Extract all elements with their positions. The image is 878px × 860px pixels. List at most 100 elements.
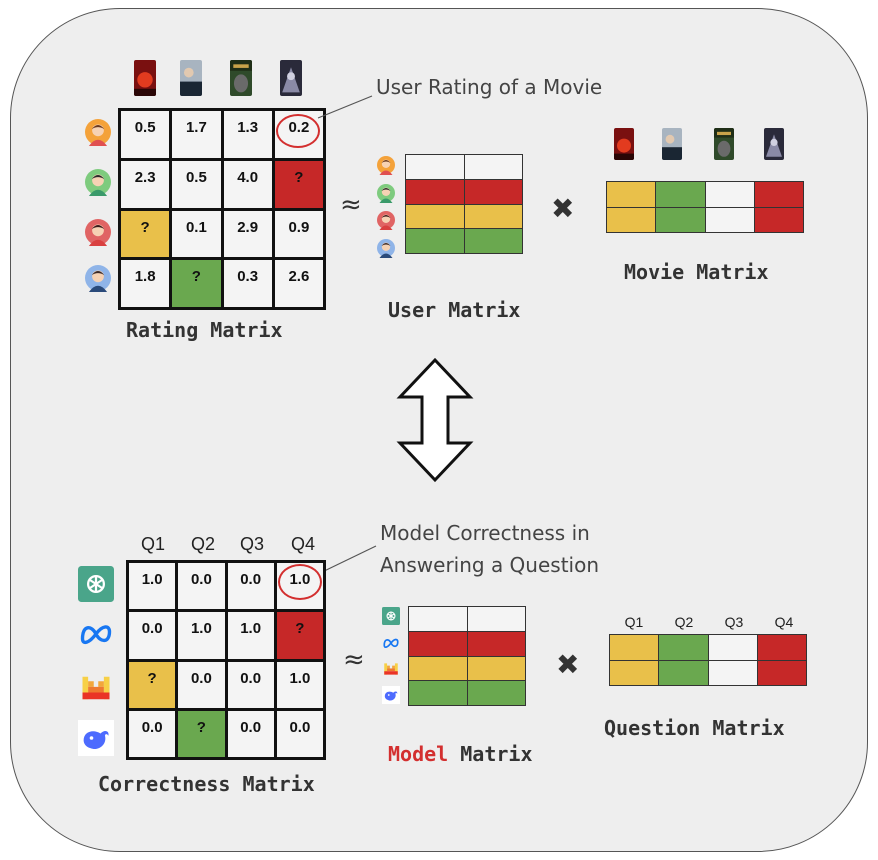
- factor-cell: [467, 656, 525, 681]
- matrix-cell: 0.9: [274, 210, 323, 258]
- matrix-cell: 1.3: [223, 111, 272, 158]
- factor-cell: [659, 660, 708, 685]
- matrix-cell: 1.0: [129, 563, 176, 610]
- double-headed-vertical-arrow-icon: [396, 357, 474, 483]
- jurassic-park-poster-icon: [134, 60, 156, 96]
- user-matrix-caption: User Matrix: [388, 298, 521, 322]
- annotation-bottom-line2: Answering a Question: [380, 553, 600, 577]
- matrix-cell: 4.0: [223, 160, 272, 208]
- matrix-cell: 1.0: [227, 612, 274, 659]
- factor-cell: [610, 660, 659, 685]
- annotation-bottom-line1: Model Correctness in: [380, 521, 590, 545]
- factor-cell: [464, 155, 522, 179]
- model-matrix-caption: Model Matrix: [388, 742, 533, 766]
- matrix-cell: ?: [178, 710, 225, 757]
- matrix-cell: 0.0: [129, 710, 176, 757]
- question-matrix-caption: Question Matrix: [604, 716, 785, 740]
- matrix-cell: 0.0: [227, 710, 274, 757]
- matrix-cell: 2.6: [274, 260, 323, 307]
- factor-cell: [757, 635, 806, 660]
- factor-cell: [708, 635, 757, 660]
- mistral-logo-icon: [78, 670, 114, 710]
- factor-cell: [409, 656, 467, 681]
- matrix-cell: 0.5: [172, 160, 221, 208]
- factor-cell: [705, 207, 754, 232]
- factor-cell: [610, 635, 659, 660]
- factor-cell: [464, 179, 522, 204]
- movie-poster-4-icon: [280, 60, 302, 96]
- deepseek-logo-icon: [78, 720, 114, 760]
- matrix-cell: 1.8: [121, 260, 170, 307]
- titanic-poster-icon: [662, 128, 682, 160]
- factor-cell: [607, 207, 656, 232]
- matrix-cell: 2.3: [121, 160, 170, 208]
- factor-cell: [467, 681, 525, 705]
- movie-poster-4-icon: [764, 128, 784, 160]
- approx-symbol-bottom: ≈: [343, 645, 365, 675]
- factor-cell: [656, 207, 705, 232]
- matrix-cell: 1.0: [178, 612, 225, 659]
- user-woman-red-icon: [84, 218, 112, 250]
- user-woman-red-icon: [376, 210, 396, 234]
- matrix-cell: 0.5: [121, 111, 170, 158]
- annotation-top: User Rating of a Movie: [376, 75, 603, 99]
- mistral-logo-icon: [382, 660, 400, 682]
- deepseek-logo-icon: [382, 686, 400, 708]
- matrix-cell: 0.3: [223, 260, 272, 307]
- highlight-circle-rating: [276, 114, 320, 148]
- matrix-cell: ?: [129, 661, 176, 708]
- openai-logo-icon: [382, 607, 400, 629]
- factor-cell: [467, 607, 525, 631]
- factor-cell: [708, 660, 757, 685]
- matrix-cell: 0.0: [276, 710, 323, 757]
- rating-matrix-caption: Rating Matrix: [126, 318, 283, 342]
- factor-cell: [406, 229, 464, 253]
- matrix-cell: 0.0: [178, 661, 225, 708]
- annotation-pointer-top: [317, 95, 373, 119]
- model-matrix: [408, 606, 526, 706]
- factor-cell: [754, 182, 803, 207]
- factor-cell: [659, 635, 708, 660]
- factor-cell: [705, 182, 754, 207]
- matrix-cell: ?: [274, 160, 323, 208]
- factor-cell: [467, 631, 525, 656]
- user-man-blue-icon: [376, 238, 396, 262]
- factor-cell: [409, 607, 467, 631]
- meta-logo-icon: [382, 634, 400, 656]
- question-label: Q3: [724, 614, 744, 630]
- matrix-cell: ?: [276, 612, 323, 659]
- model-matrix-caption-highlight: Model: [388, 742, 449, 766]
- factor-cell: [754, 207, 803, 232]
- factor-cell: [656, 182, 705, 207]
- question-label: Q3: [239, 534, 264, 554]
- model-matrix-caption-rest: Matrix: [448, 742, 533, 766]
- titanic-poster-icon: [180, 60, 202, 96]
- user-woman-orange-icon: [84, 118, 112, 150]
- approx-symbol-top: ≈: [340, 190, 362, 220]
- matrix-cell: 0.0: [227, 661, 274, 708]
- matrix-cell: 0.0: [227, 563, 274, 610]
- question-label: Q4: [290, 534, 315, 554]
- matrix-cell: ?: [172, 260, 221, 307]
- jurassic-park-poster-icon: [614, 128, 634, 160]
- factor-cell: [464, 204, 522, 229]
- matrix-cell: ?: [121, 210, 170, 258]
- matrix-cell: 2.9: [223, 210, 272, 258]
- totoro-poster-icon: [230, 60, 252, 96]
- user-man-green-icon: [84, 168, 112, 200]
- user-man-green-icon: [376, 183, 396, 207]
- question-label: Q2: [674, 614, 694, 630]
- user-man-blue-icon: [84, 264, 112, 296]
- user-matrix: [405, 154, 523, 254]
- user-woman-orange-icon: [376, 155, 396, 179]
- matrix-cell: 1.7: [172, 111, 221, 158]
- factor-cell: [406, 204, 464, 229]
- annotation-pointer-bottom: [317, 545, 377, 575]
- meta-logo-icon: [78, 616, 114, 656]
- matrix-cell: 0.1: [172, 210, 221, 258]
- times-symbol-top: ✖: [551, 192, 575, 225]
- question-label: Q2: [190, 534, 215, 554]
- openai-logo-icon: [78, 566, 114, 606]
